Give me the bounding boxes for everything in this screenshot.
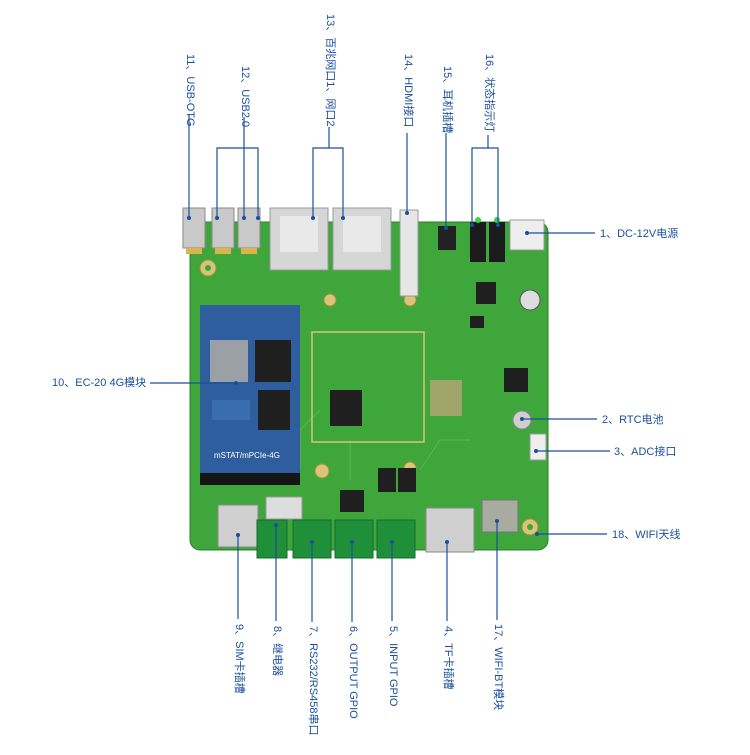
module-silkscreen: mSTAT/mPCIe-4G xyxy=(214,451,280,460)
label-input-gpio: 5、INPUT GPIO xyxy=(387,626,399,707)
label-wifi-antenna: 18、WIFI天线 xyxy=(612,529,681,541)
label-rtc-battery: 2、RTC电池 xyxy=(602,414,664,426)
label-usb-otg: 11、USB-OTG xyxy=(184,54,196,127)
hdmi-port xyxy=(399,209,419,297)
label-relay: 8、继电器 xyxy=(271,626,283,677)
label-tf-slot: 4、TF卡插槽 xyxy=(442,626,454,690)
ethernet-ports xyxy=(269,207,392,271)
label-output-gpio: 6、OUTPUT GPIO xyxy=(347,626,359,719)
label-4g-module: 10、EC-20 4G模块 xyxy=(52,377,147,389)
label-serial: 7、RS232/RS458串口 xyxy=(307,626,319,736)
audio-jack xyxy=(438,226,456,250)
tf-slot xyxy=(425,507,475,553)
status-leds xyxy=(470,217,505,262)
terminal-blocks xyxy=(256,519,416,559)
label-wifi-bt: 17、WIFI-BT模块 xyxy=(492,624,504,711)
label-status-led: 16、状态指示灯 xyxy=(483,54,495,133)
usb-ports xyxy=(182,207,261,254)
relay xyxy=(265,496,303,520)
label-audio: 15、耳机插槽 xyxy=(441,66,453,134)
label-dc-power: 1、DC-12V电源 xyxy=(600,228,679,240)
4g-module xyxy=(200,305,300,485)
label-usb2: 12、USB2.0 xyxy=(239,66,251,128)
adc-connector xyxy=(529,433,547,461)
leader-lines xyxy=(150,115,610,622)
label-adc: 3、ADC接口 xyxy=(614,446,677,458)
label-ethernet: 13、百兆网口1、网口2 xyxy=(324,14,336,127)
label-hdmi: 14、HDMI接口 xyxy=(402,54,414,128)
wifi-module xyxy=(481,499,519,533)
label-sim-slot: 9、SIM卡插槽 xyxy=(233,624,245,694)
